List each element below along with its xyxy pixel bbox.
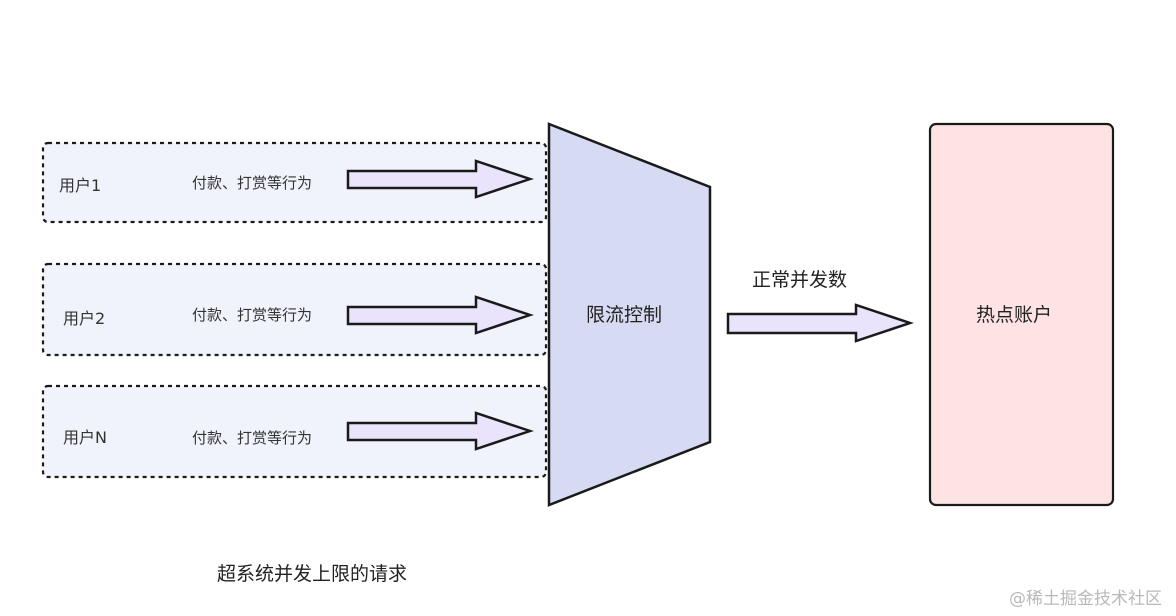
user-group-box-2	[41, 262, 548, 357]
rate-limiter-label: 限流控制	[586, 304, 663, 326]
user-action-label-1: 付款、打赏等行为	[192, 174, 313, 192]
request-arrow-2	[346, 295, 534, 335]
user-label-n: 用户N	[63, 428, 107, 447]
user-action-label-2: 付款、打赏等行为	[192, 306, 313, 324]
user-group-box-n	[41, 384, 548, 479]
user-group-box-1	[41, 141, 548, 224]
user-label-2: 用户2	[63, 309, 106, 328]
request-arrow-1	[346, 159, 534, 199]
rate-limiter-shape	[547, 122, 712, 507]
normal-concurrency-label: 正常并发数	[752, 269, 848, 291]
hot-account-box	[928, 122, 1115, 507]
hot-account-label: 热点账户	[976, 304, 1053, 326]
watermark: @稀土掘金技术社区	[1009, 589, 1162, 609]
user-action-label-n: 付款、打赏等行为	[192, 429, 313, 447]
request-arrow-n	[346, 411, 534, 451]
diagram-caption: 超系统并发上限的请求	[217, 563, 408, 585]
normal-flow-arrow	[726, 303, 914, 343]
user-label-1: 用户1	[59, 176, 102, 195]
